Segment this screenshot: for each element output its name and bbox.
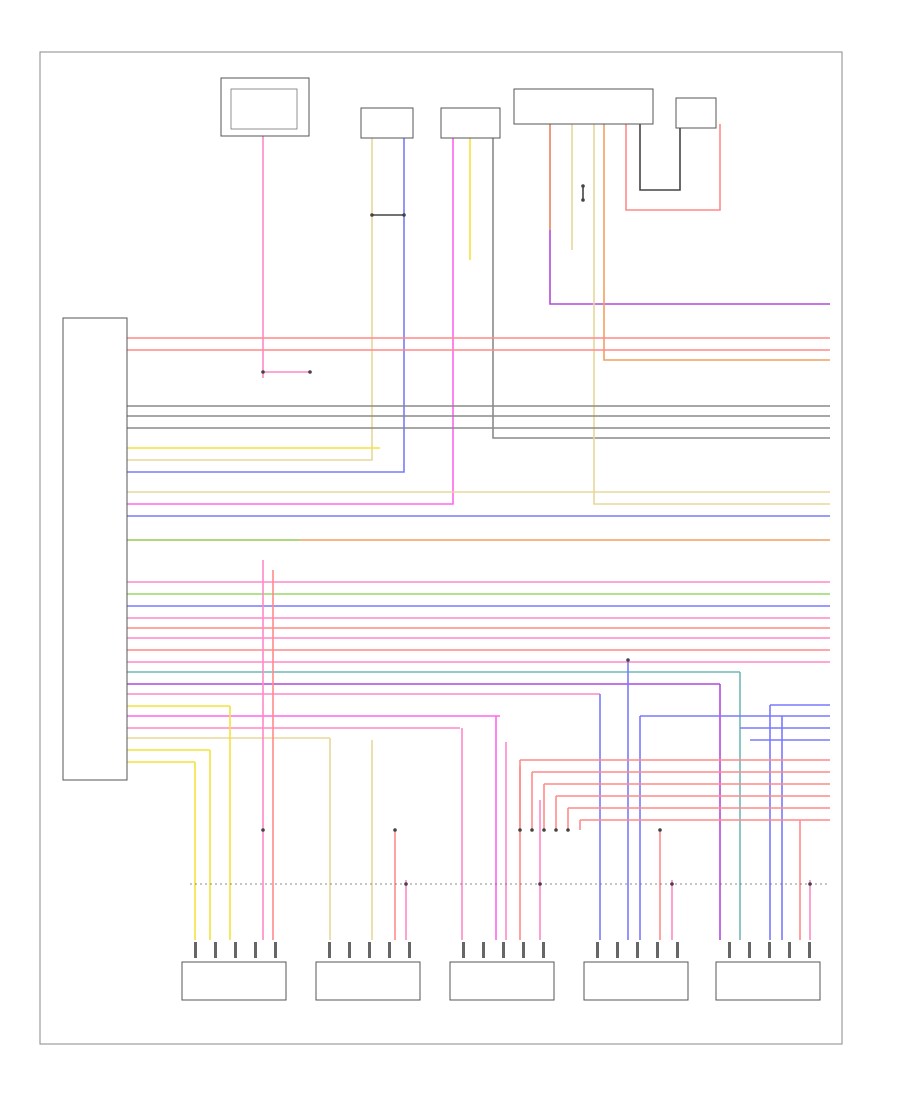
wire-black-15 <box>639 124 681 191</box>
splice-point <box>370 213 374 217</box>
wire-tan-12 <box>593 124 830 505</box>
wire-red-14 <box>625 124 721 211</box>
component-bottom-1 <box>181 961 287 1001</box>
connector-pin <box>234 942 237 958</box>
diagram-frame <box>39 51 843 1045</box>
component-top-1-inner-box <box>230 88 298 130</box>
connector-pin <box>656 942 659 958</box>
component-bottom-2 <box>315 961 421 1001</box>
component-top-4 <box>513 88 654 125</box>
connector-pin <box>368 942 371 958</box>
splice-point <box>393 828 397 832</box>
component-bottom-5 <box>715 961 821 1001</box>
component-bottom-3 <box>449 961 555 1001</box>
wires-layer <box>127 124 830 958</box>
splice-point <box>404 882 408 886</box>
wire-magenta-6 <box>127 138 454 505</box>
splice-point <box>581 198 585 202</box>
component-top-5 <box>675 97 717 129</box>
connector-pin <box>274 942 277 958</box>
connector-pin <box>788 942 791 958</box>
wire-purple-9 <box>549 124 830 305</box>
connector-pin <box>194 942 197 958</box>
connector-pin <box>348 942 351 958</box>
splice-point <box>658 828 662 832</box>
control-module <box>62 317 128 781</box>
connector-pin <box>596 942 599 958</box>
connector-pin <box>328 942 331 958</box>
wire-orange-13 <box>603 124 830 361</box>
component-top-1 <box>220 77 310 137</box>
component-top-2 <box>360 107 414 139</box>
splice-point <box>670 882 674 886</box>
connector-pin <box>676 942 679 958</box>
component-bottom-4 <box>583 961 689 1001</box>
connector-pin <box>482 942 485 958</box>
connector-pin <box>636 942 639 958</box>
splice-point <box>518 828 522 832</box>
splice-point <box>261 828 265 832</box>
connector-pin <box>768 942 771 958</box>
splice-point <box>626 658 630 662</box>
component-top-3 <box>440 107 501 139</box>
wire-pink-1 <box>262 136 310 373</box>
splice-point <box>808 882 812 886</box>
splice-point <box>566 828 570 832</box>
connector-pin <box>408 942 411 958</box>
splice-point <box>261 370 265 374</box>
connector-pin <box>502 942 505 958</box>
splice-point <box>538 882 542 886</box>
connector-pin <box>542 942 545 958</box>
connector-pin <box>254 942 257 958</box>
splice-point <box>530 828 534 832</box>
connector-pin <box>616 942 619 958</box>
splice-point <box>402 213 406 217</box>
connector-pin <box>462 942 465 958</box>
splice-point <box>542 828 546 832</box>
connector-pin <box>388 942 391 958</box>
splice-point <box>554 828 558 832</box>
splice-point <box>308 370 312 374</box>
connector-pin <box>214 942 217 958</box>
wire-gray-8 <box>492 138 830 439</box>
connector-pin <box>728 942 731 958</box>
connector-pin <box>522 942 525 958</box>
wire-blue-4 <box>127 138 405 473</box>
splice-point <box>581 184 585 188</box>
wire-tan-3 <box>127 138 373 461</box>
connector-pin <box>808 942 811 958</box>
connector-pin <box>748 942 751 958</box>
